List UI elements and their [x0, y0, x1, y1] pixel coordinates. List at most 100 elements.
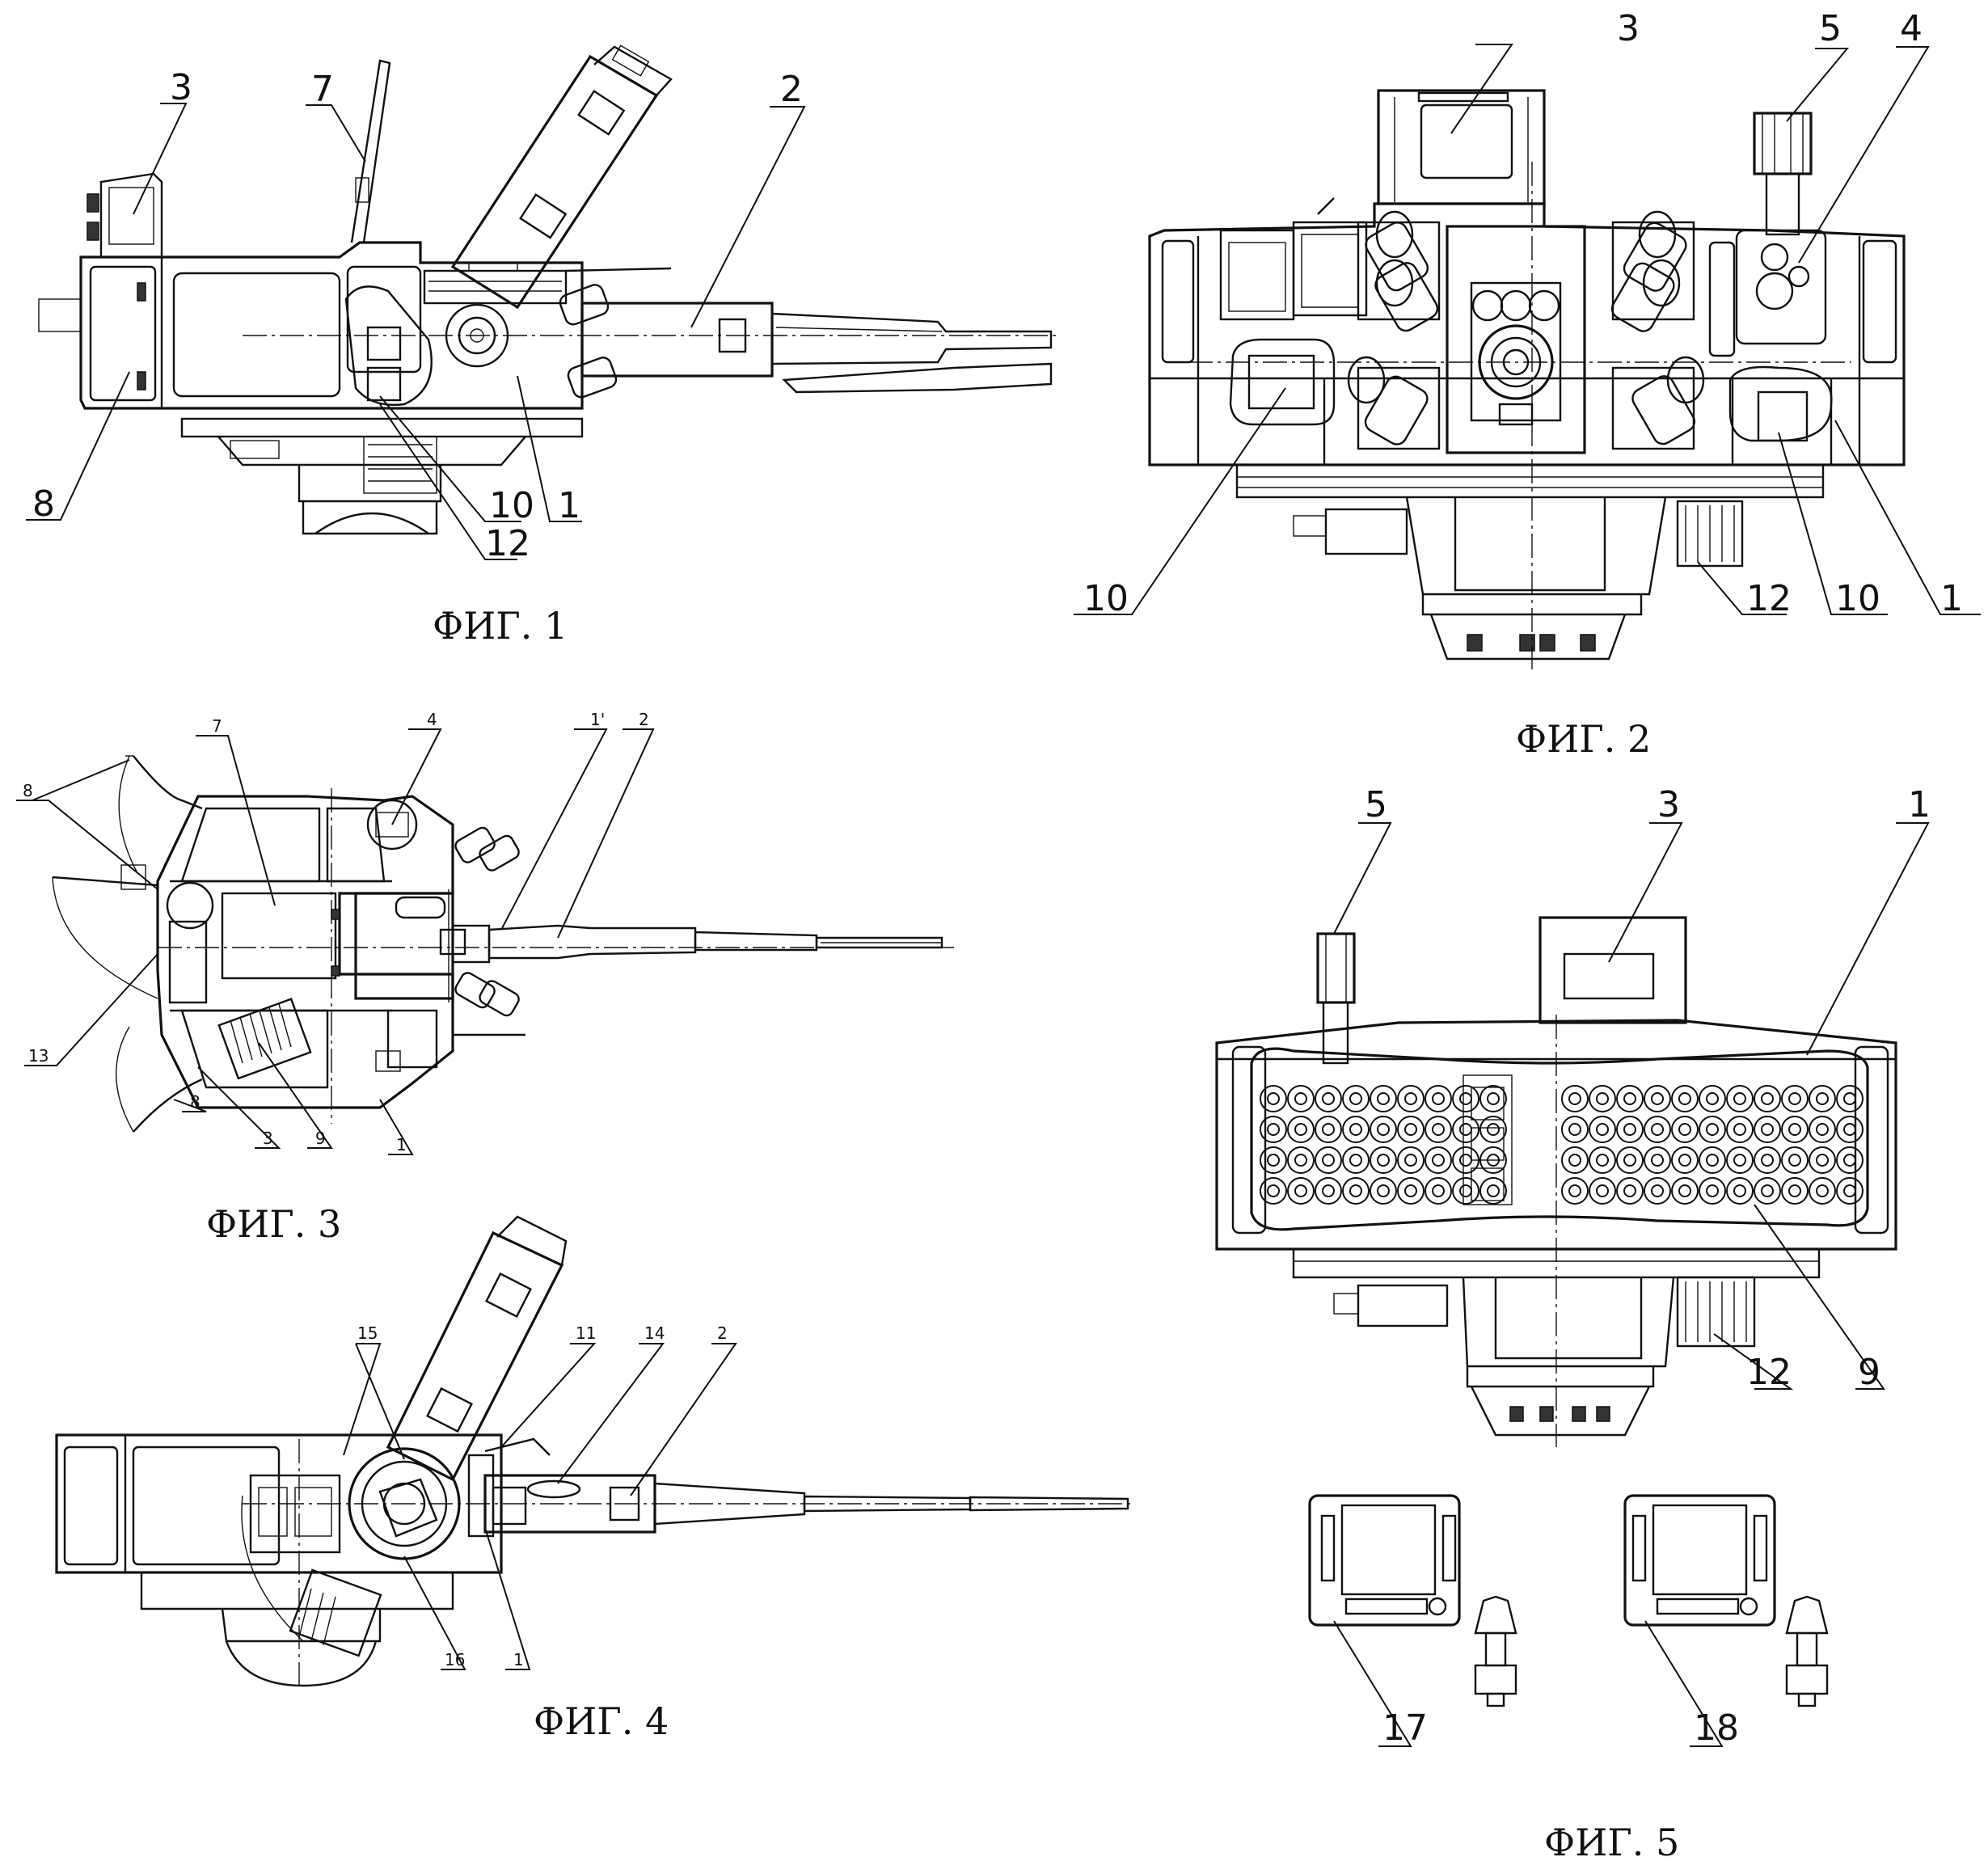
fig5-caption: ФИГ. 5 — [1544, 1821, 1679, 1864]
fig1-caption: ФИГ. 1 — [433, 604, 568, 648]
fig3-door-left — [133, 755, 203, 810]
fig4-drive-left — [249, 1474, 341, 1554]
fig5-label-18: 18 — [1694, 1707, 1739, 1749]
fig1-coax-mg — [423, 269, 568, 305]
fig2-right-drive — [1676, 500, 1744, 568]
fig1-side-panel — [172, 272, 341, 398]
fig2-left-hatch — [1219, 229, 1295, 321]
fig2-label-5: 5 — [1819, 8, 1842, 49]
fig5-commander-sight — [1316, 932, 1356, 1004]
fig4-label-1: 1 — [513, 1650, 524, 1669]
fig2-pedestal — [1454, 497, 1606, 592]
fig5-feed-mechanism — [1463, 1074, 1513, 1205]
fig3-label-8-bottom: 8 — [190, 1092, 200, 1112]
fig2-label-10-left: 10 — [1083, 578, 1129, 619]
fig1-pedestal — [298, 465, 442, 503]
fig2-sensor-unit — [1735, 229, 1827, 345]
fig2-smoke-launchers — [1347, 210, 1705, 450]
fig2-label-4: 4 — [1900, 8, 1923, 49]
fig1-rear-handle — [38, 298, 82, 332]
fig1-label-10: 10 — [489, 485, 534, 526]
fig1-label-1: 1 — [558, 485, 580, 526]
fig4-label-11: 11 — [576, 1323, 596, 1343]
fig5-joystick-17 — [1474, 1595, 1517, 1707]
fig3-caption: ФИГ. 3 — [206, 1202, 341, 1246]
figure-1: 3 7 2 8 10 1 12 ФИГ. 1 — [26, 44, 1059, 648]
fig3-gun-cradle — [354, 892, 454, 1000]
fig5-right-drive — [1676, 1276, 1756, 1348]
fig3-label-3: 3 — [263, 1129, 273, 1148]
fig3-label-8-top: 8 — [23, 781, 33, 800]
fig4-gun-receiver — [653, 1482, 806, 1526]
fig1-label-2: 2 — [780, 69, 803, 110]
fig1-rear-door — [89, 265, 157, 402]
fig2-left-unit — [1229, 338, 1336, 426]
fig1-label-3: 3 — [170, 67, 192, 108]
fig2-caption: ФИГ. 2 — [1516, 717, 1651, 761]
fig3-label-13: 13 — [28, 1046, 49, 1066]
fig2-label-3: 3 — [1617, 8, 1640, 49]
fig5-base — [1470, 1386, 1651, 1437]
fig2-label-1: 1 — [1940, 578, 1963, 619]
fig3-label-9: 9 — [315, 1129, 326, 1148]
figure-5: 5 3 1 12 9 17 18 ФИГ. 5 — [1215, 784, 1931, 1864]
figure-4: 15 11 14 2 16 1 ФИГ. 4 — [55, 1215, 1132, 1743]
fig5-ammo-magazine — [1250, 1047, 1869, 1231]
fig3-door-right — [133, 1078, 203, 1133]
fig5-label-1: 1 — [1908, 784, 1931, 825]
fig3-gun-receiver — [488, 924, 697, 960]
fig5-label-3: 3 — [1657, 784, 1680, 825]
fig1-gun-barrel — [770, 312, 1053, 365]
fig3-door-rear — [52, 876, 158, 887]
fig1-ring — [180, 417, 584, 438]
fig2-ring — [1235, 463, 1825, 499]
fig3-label-2: 2 — [639, 710, 649, 729]
fig1-label-8: 8 — [32, 483, 55, 525]
fig1-barrel-shroud — [782, 362, 1053, 394]
fig4-label-14: 14 — [644, 1323, 665, 1343]
fig1-sight-housing — [99, 172, 163, 257]
fig3-round-sight — [366, 799, 418, 850]
fig5-label-12: 12 — [1746, 1352, 1792, 1393]
fig1-hatch-cover — [350, 59, 391, 243]
figure-3: 7 4 1' 2 8 13 3 9 1 8 ФИГ. 3 — [16, 710, 954, 1246]
fig3-gun-barrel — [694, 931, 818, 952]
fig4-label-16: 16 — [445, 1650, 465, 1669]
fig3-label-1prime: 1' — [590, 710, 605, 729]
fig4-caption: ФИГ. 4 — [534, 1699, 669, 1743]
fig5-label-5: 5 — [1365, 784, 1387, 825]
fig4-pedestal — [225, 1640, 378, 1687]
fig1-smoke-launcher-lower — [567, 357, 618, 399]
fig2-gun-block — [1446, 225, 1586, 454]
fig5-sight-housing — [1538, 916, 1687, 1024]
fig1-label-7: 7 — [311, 69, 334, 110]
fig3-label-4: 4 — [427, 710, 437, 729]
fig3-mg-mount — [386, 1009, 438, 1069]
fig1-smoke-launcher-upper — [559, 284, 610, 326]
fig5-ammo-rounds — [1260, 1085, 1863, 1205]
fig4-label-15: 15 — [357, 1323, 378, 1343]
fig2-right-unit — [1728, 365, 1833, 442]
fig5-operator-console-17 — [1308, 1494, 1461, 1627]
fig5-joystick-18 — [1785, 1595, 1829, 1707]
fig4-turret-body — [55, 1433, 503, 1574]
fig3-hatch — [221, 892, 337, 980]
fig1-label-12: 12 — [485, 523, 530, 564]
fig5-label-9: 9 — [1858, 1352, 1880, 1393]
fig2-sight-housing — [1377, 89, 1546, 205]
fig5-turret-body — [1215, 1019, 1897, 1251]
fig3-label-1: 1 — [396, 1135, 407, 1154]
figure-2: 3 5 4 10 12 10 1 ФИГ. 2 — [1074, 8, 1981, 761]
fig5-label-17: 17 — [1382, 1707, 1428, 1749]
fig5-operator-console-18 — [1623, 1494, 1776, 1627]
fig2-label-12: 12 — [1746, 578, 1792, 619]
fig3-label-7: 7 — [212, 716, 222, 736]
fig4-drive-lower — [289, 1568, 382, 1657]
fig2-label-10-right: 10 — [1835, 578, 1880, 619]
fig5-left-drive — [1357, 1284, 1449, 1327]
fig1-mantlet — [346, 265, 422, 374]
fig2-base — [1429, 614, 1627, 661]
fig2-left-drive — [1324, 508, 1408, 555]
fig3-periscope — [166, 881, 214, 930]
